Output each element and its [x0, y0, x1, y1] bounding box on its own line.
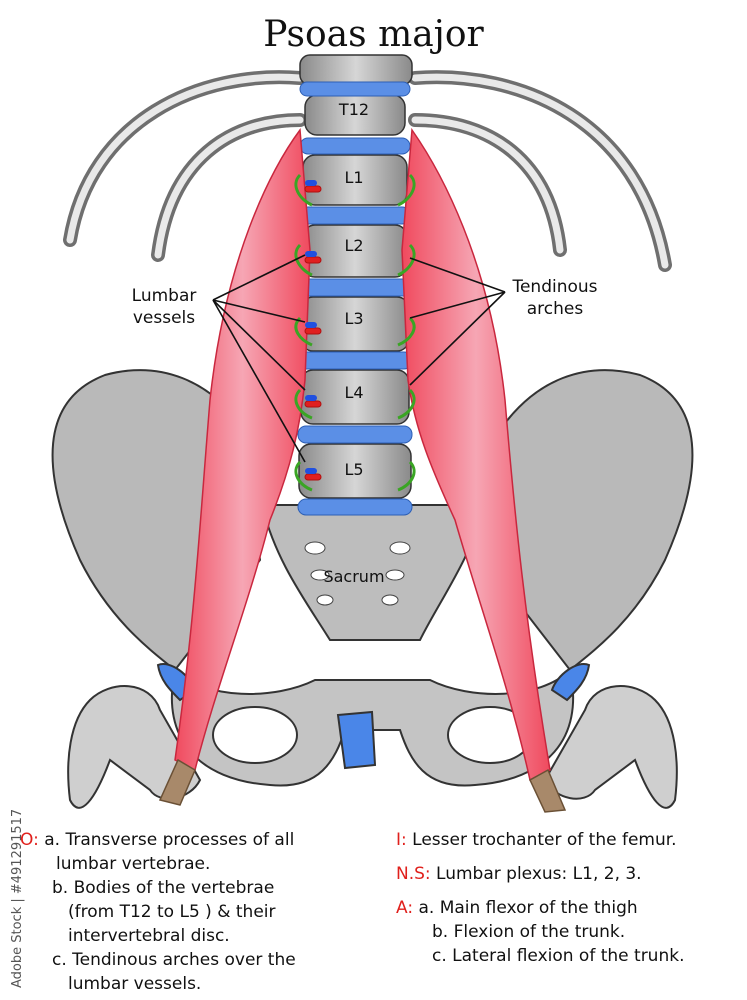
vertebra-label-l1: L1	[344, 168, 364, 187]
tendinous-arches	[294, 173, 416, 492]
stock-watermark-text: Adobe Stock | #491291517	[10, 808, 25, 988]
nerve-supply-line: N.S: Lumbar plexus: L1, 2, 3.	[396, 864, 642, 884]
psoas-muscles	[158, 127, 567, 813]
lumbar-vessels-label: Lumbar vessels	[112, 285, 216, 329]
lumbar-vessels	[304, 180, 322, 481]
vertebra-label-l3: L3	[344, 309, 364, 328]
vertebra-label-l5: L5	[344, 460, 364, 479]
vertebral-column	[298, 54, 413, 499]
nerve-supply-key: N.S:	[396, 864, 431, 884]
pointer-lines	[212, 254, 506, 463]
origin-section: O: a. Transverse processes of all lumbar…	[20, 828, 370, 996]
origin-b-line3: intervertebral disc.	[68, 926, 230, 946]
action-key: A:	[396, 898, 414, 918]
action-c-line: c. Lateral flexion of the trunk.	[432, 946, 685, 966]
vertebra-label-l2: L2	[344, 236, 364, 255]
origin-a-line2: lumbar vertebrae.	[56, 854, 211, 874]
origin-b-line2: (from T12 to L5 ) & their	[68, 902, 276, 922]
vertebra-label-l4: L4	[344, 383, 364, 402]
sacrum	[260, 504, 487, 641]
insertion-nerve-action-section: I: Lesser trochanter of the femur. N.S: …	[396, 828, 736, 968]
tendinous-arches-label: Tendinous arches	[495, 276, 615, 320]
action-a-line: A: a. Main flexor of the thigh	[396, 898, 638, 918]
origin-c-line2: lumbar vessels.	[68, 974, 202, 994]
action-b-line: b. Flexion of the trunk.	[432, 922, 626, 942]
tendinous-arches-label-text: Tendinous arches	[512, 277, 598, 319]
origin-key: O:	[20, 830, 39, 850]
intervertebral-discs	[297, 81, 413, 516]
stock-watermark: Adobe Stock | #491291517	[6, 770, 26, 990]
diagram-title: Psoas major	[263, 14, 484, 55]
origin-a-line1: O: a. Transverse processes of all	[20, 830, 295, 850]
vertebra-label-t12: T12	[338, 100, 370, 119]
origin-b-line1: b. Bodies of the vertebrae	[52, 878, 275, 898]
insertion-key: I:	[396, 830, 407, 850]
insertion-line: I: Lesser trochanter of the femur.	[396, 830, 677, 850]
lumbar-vessels-label-text: Lumbar vessels	[131, 286, 197, 328]
origin-c-line1: c. Tendinous arches over the	[52, 950, 296, 970]
sacrum-label: Sacrum	[323, 567, 385, 586]
